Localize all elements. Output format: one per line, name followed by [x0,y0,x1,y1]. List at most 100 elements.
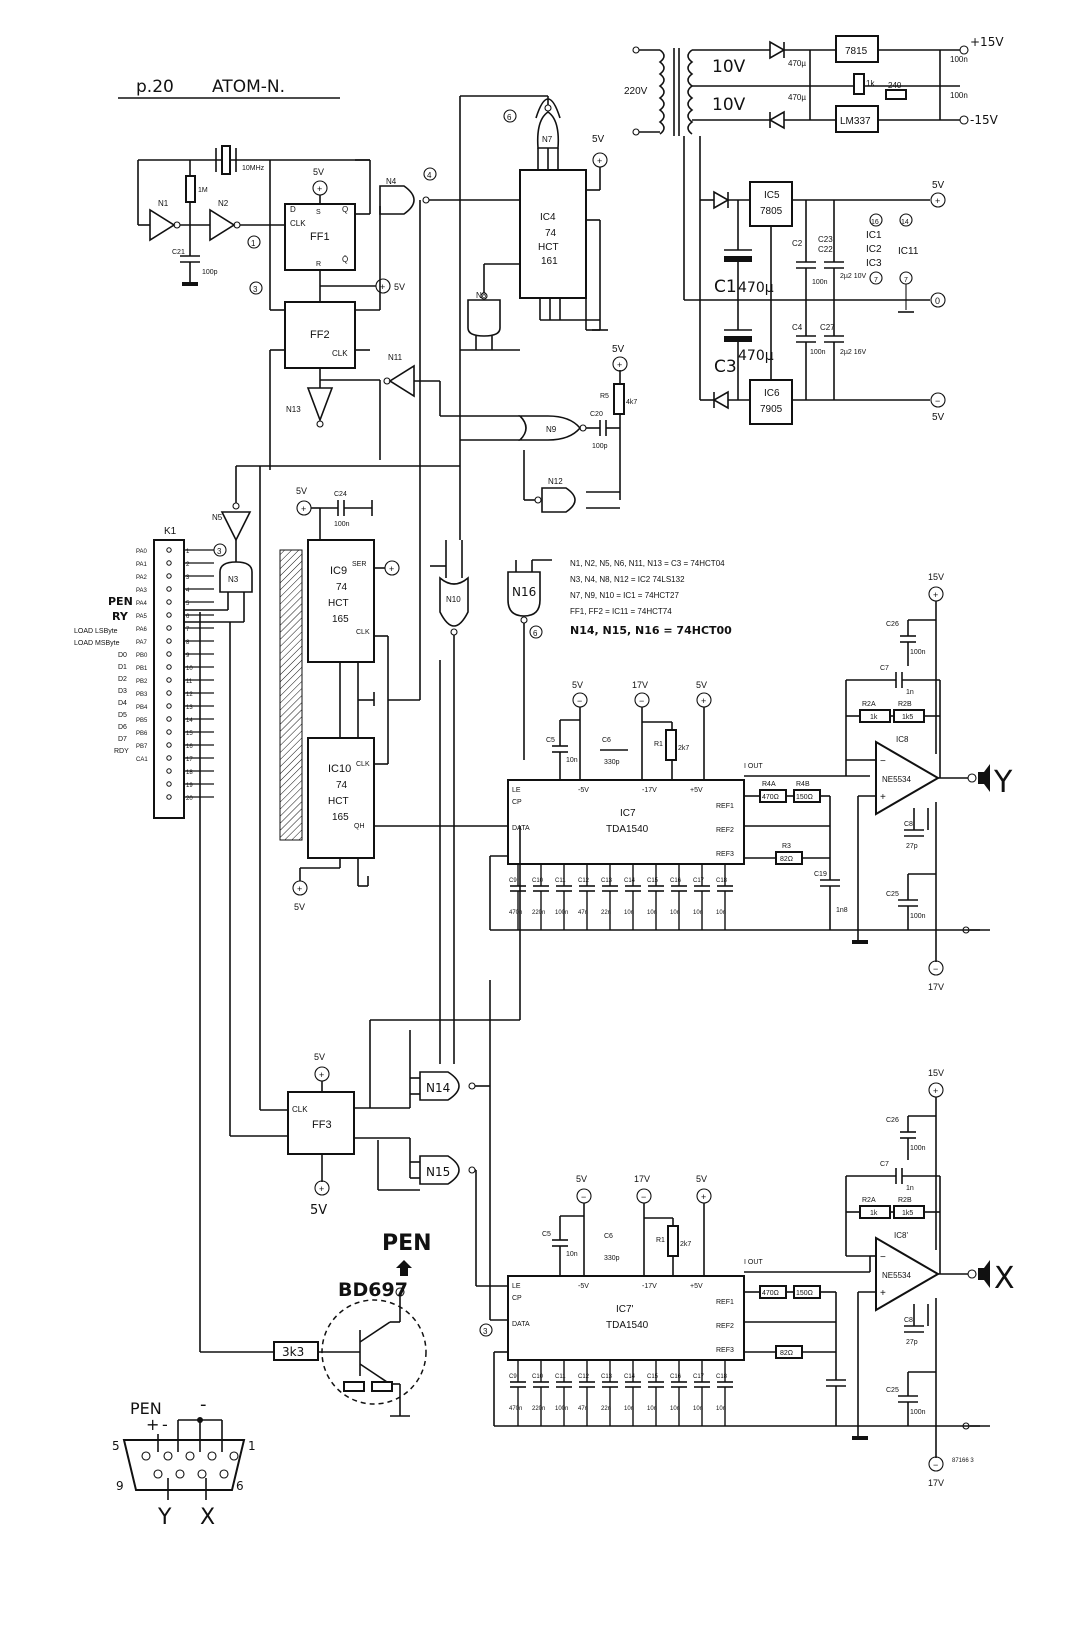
k1-pin-hole [166,742,172,748]
svg-text:150Ω: 150Ω [796,1290,813,1297]
svg-text:+: + [933,590,938,600]
svg-text:150Ω: 150Ω [796,794,813,801]
svg-text:C26: C26 [886,621,899,628]
svg-text:C19: C19 [814,871,827,878]
svg-text:R2B: R2B [898,701,912,708]
svg-text:DATA: DATA [512,825,530,832]
ic10-block [307,737,375,859]
opamp-bottom: NE5534 IC8' − + 1k R2A 1k5 R2B C7 1n X +… [845,1068,1015,1488]
cap-value: 220n [532,910,545,916]
svg-text:C7: C7 [880,1161,889,1168]
svg-text:15V: 15V [928,572,944,582]
out-minus-15v: -15V [970,113,999,127]
cap-value: 22n [601,910,611,916]
regulator-ic5 [749,181,793,227]
svg-text:FF1: FF1 [310,231,330,243]
svg-text:+: + [617,360,622,370]
k1-pin-number: 14 [186,718,193,724]
svg-text:LE: LE [512,1283,521,1290]
diode-icon [713,190,730,210]
svg-text:3: 3 [217,547,222,556]
svg-text:5V: 5V [696,1174,707,1184]
inverter-n13 [306,387,334,423]
svg-text:FF2: FF2 [310,329,330,341]
cap-name: C17 [693,1374,705,1380]
k1-pin-hole [166,781,172,787]
svg-text:TDA1540: TDA1540 [606,1320,649,1331]
svg-text:470µ: 470µ [788,59,806,68]
svg-text:9: 9 [116,1479,124,1493]
svg-text:TDA1540: TDA1540 [606,824,649,835]
inverter-n5 [220,511,252,542]
svg-text:D1: D1 [118,664,127,671]
svg-text:N2: N2 [218,199,229,208]
nor-n7 [536,111,560,149]
connector-k1-rows: 1PA02PA13PA24PA35PA46PA57PA68PA79PB010PB… [136,547,214,802]
page-number: p.20 [136,77,174,97]
mains-label: 220V [624,86,648,97]
svg-text:1n8: 1n8 [836,907,848,914]
svg-text:5V: 5V [612,344,625,355]
cap-value: 47n [578,1406,588,1412]
pen-label: PEN [382,1231,432,1256]
legend-line-4: FF1, FF2 = IC11 = 74HCT74 [570,607,672,616]
diode-icon [768,110,785,130]
svg-text:-5V: -5V [578,1283,589,1290]
svg-text:4k7: 4k7 [626,399,637,406]
svg-text:1k5: 1k5 [902,714,913,721]
svg-text:6: 6 [236,1479,244,1493]
svg-text:5V: 5V [314,1052,325,1062]
svg-text:FF3: FF3 [312,1119,332,1131]
k1-pin-number: 11 [186,679,193,685]
svg-text:−: − [880,1252,886,1263]
svg-text:+: + [880,792,886,803]
k1-signal-label: PA7 [136,640,148,646]
svg-text:2k7: 2k7 [678,745,689,752]
k1-pin-hole [166,599,172,605]
svg-text:HCT: HCT [538,242,559,253]
k1-pin-number: 19 [186,783,193,789]
svg-text:15V: 15V [928,1068,944,1078]
cap-value: 10n [693,1406,703,1412]
nand-n16 [507,571,541,617]
ic8-prime-opamp [875,1236,940,1312]
k1-signal-label: PB1 [136,666,148,672]
svg-text:165: 165 [332,614,349,625]
svg-text:−: − [581,1192,586,1202]
svg-text:DATA: DATA [512,1321,530,1328]
power-supply: 220V 10V 10V 7815 +15V LM337 -15V 470µ 4… [624,35,1004,425]
cap-value: 10n [624,1406,634,1412]
svg-text:IC10: IC10 [328,763,351,775]
svg-text:17V: 17V [632,680,648,690]
svg-text:+: + [146,1415,159,1434]
resistor-r1 [665,729,677,761]
svg-text:-: - [200,1394,207,1415]
cap-value: 470n [509,1406,522,1412]
svg-text:−: − [577,696,582,706]
output-y-label: Y [993,765,1013,800]
cap-value: 100n [555,1406,568,1412]
svg-text:C20: C20 [590,411,603,418]
legend-line-2: N3, N4, N8, N12 = IC2 74LS132 [570,575,685,584]
k1-pin-hole [166,768,172,774]
svg-text:16: 16 [871,219,879,226]
secondary-2-label: 10V [712,95,746,115]
pen-arrow-icon [396,1260,412,1276]
regulator-lm337 [835,105,879,133]
svg-text:R4A: R4A [762,781,776,788]
k1-signal-label: PB6 [136,731,148,737]
resistor-3k3 [273,1341,319,1361]
svg-text:IC11: IC11 [898,246,919,257]
resistor-1m [185,175,196,203]
svg-text:CLK: CLK [356,761,370,768]
svg-text:100n: 100n [910,913,926,920]
cap-name: C11 [555,878,566,884]
cap-name: C10 [532,1374,544,1380]
dac-bottom: IC7' TDA1540 LE CP DATA -5V -17V +5V I O… [479,1174,980,1427]
k1-pin-hole [166,651,172,657]
k1-pin-hole [166,690,172,696]
svg-text:7805: 7805 [760,206,783,217]
k1-signal-label: PA1 [136,562,148,568]
svg-text:+: + [380,282,385,292]
